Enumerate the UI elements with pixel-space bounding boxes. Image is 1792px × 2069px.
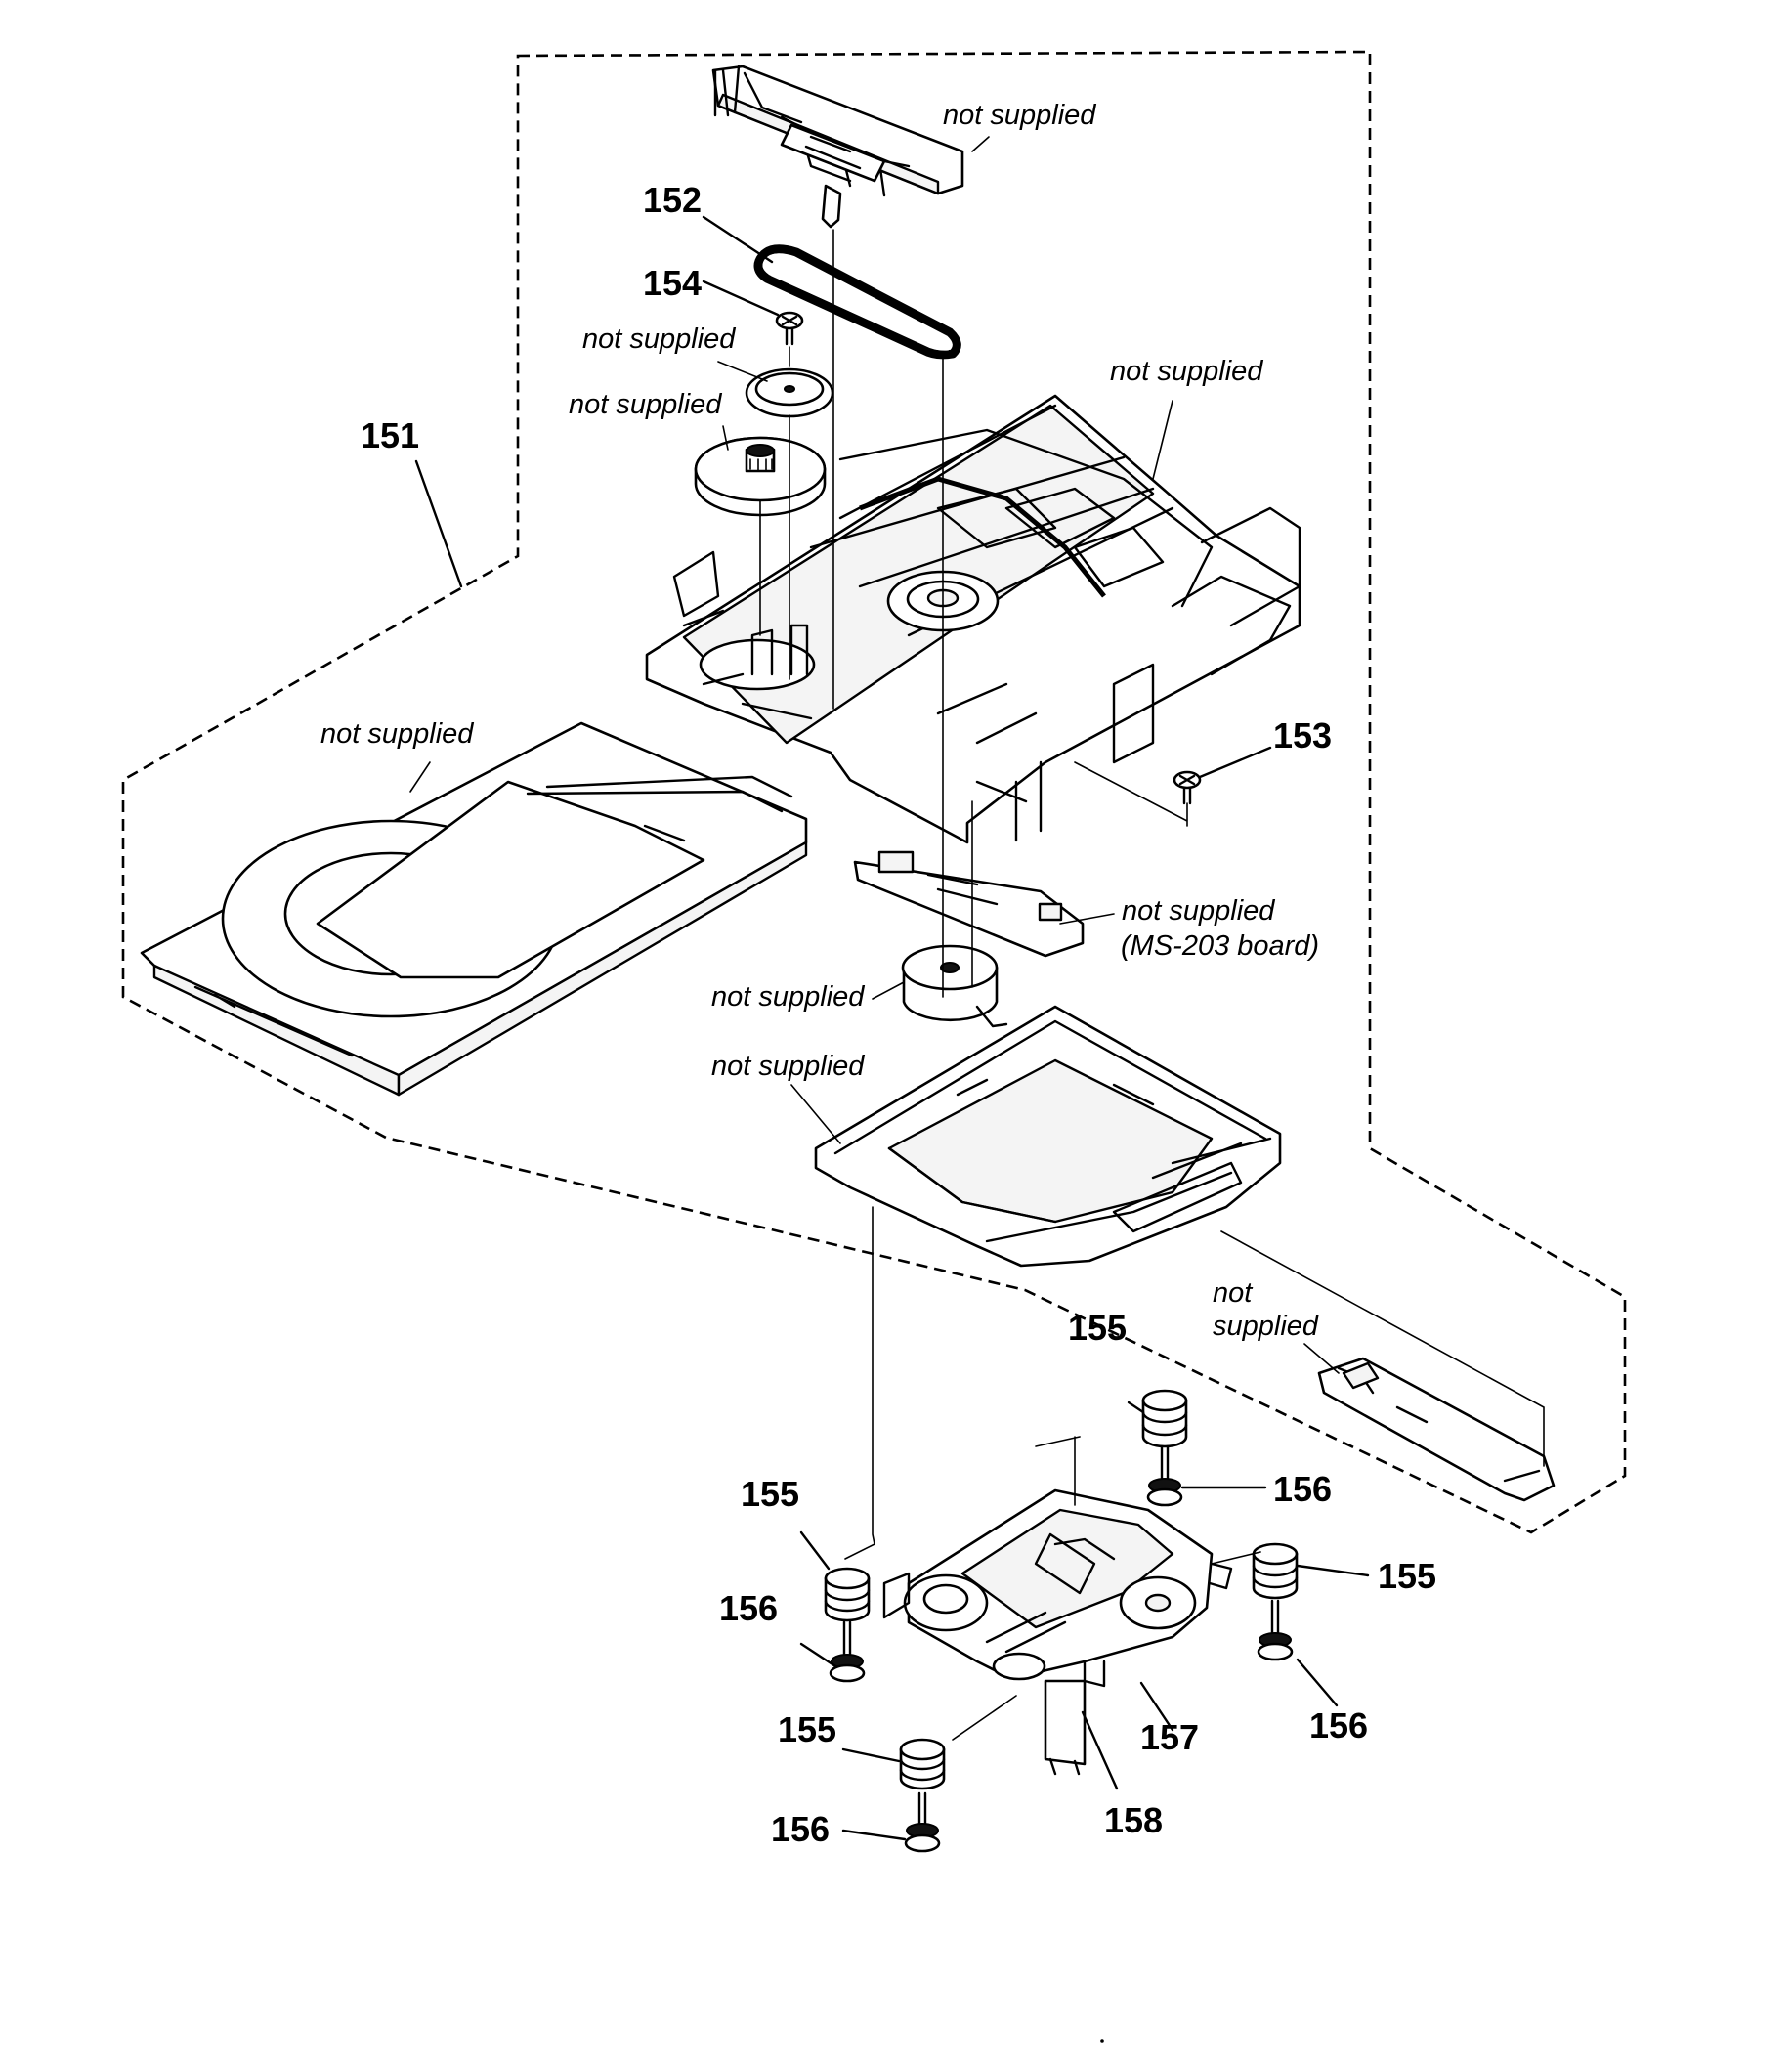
note-bracket-line1: not xyxy=(1213,1277,1254,1309)
large-gear-part xyxy=(694,436,827,517)
ms203-board xyxy=(853,850,1085,958)
disc-tray xyxy=(140,721,808,1097)
label-155-a: 155 xyxy=(1068,1308,1127,1348)
label-156-a: 156 xyxy=(1273,1469,1332,1509)
flex-cable-158 xyxy=(1044,1679,1087,1776)
damper-155-a xyxy=(1141,1389,1188,1448)
label-154: 154 xyxy=(643,263,702,303)
note-holder: not supplied xyxy=(711,1051,865,1082)
label-158: 158 xyxy=(1104,1800,1163,1840)
damper-155-c xyxy=(1252,1542,1299,1600)
label-152: 152 xyxy=(643,180,702,220)
screw-156-c xyxy=(1257,1599,1294,1661)
label-153: 153 xyxy=(1273,715,1332,755)
label-156-d: 156 xyxy=(771,1809,830,1849)
optical-pickup-157 xyxy=(882,1488,1233,1688)
note-large-gear: not supplied xyxy=(569,389,722,420)
loading-chassis xyxy=(645,394,1301,844)
screw-156-b xyxy=(829,1620,866,1683)
note-board: not supplied xyxy=(1122,895,1275,927)
motor-part xyxy=(901,944,1008,1028)
note-board-name: (MS-203 board) xyxy=(1121,930,1319,962)
note-small-gear: not supplied xyxy=(582,323,736,355)
stray-dot xyxy=(1100,2039,1104,2043)
note-tray: not supplied xyxy=(320,718,474,750)
label-157: 157 xyxy=(1140,1717,1199,1757)
damper-155-d xyxy=(899,1738,946,1790)
small-gear-part xyxy=(745,367,834,418)
screw-154 xyxy=(775,311,804,346)
note-bracket-line2: supplied xyxy=(1213,1311,1319,1342)
damper-155-b xyxy=(824,1567,871,1622)
screw-153 xyxy=(1173,770,1202,805)
leader-lines xyxy=(409,136,1370,1841)
slider-part xyxy=(711,65,964,229)
part-numbers: 151 152 153 154 155 155 155 155 156 156 … xyxy=(361,180,1436,1849)
note-chassis: not supplied xyxy=(1110,356,1263,387)
assembly-151-boundary xyxy=(121,50,1627,1534)
note-slider: not supplied xyxy=(943,100,1096,131)
label-156-c: 156 xyxy=(1309,1705,1368,1746)
holder-frame xyxy=(814,1005,1282,1268)
label-155-b: 155 xyxy=(741,1474,799,1514)
assembly-guide-lines xyxy=(759,229,1545,1741)
belt-152 xyxy=(753,244,961,360)
bracket-part xyxy=(1317,1357,1556,1502)
label-155-d: 155 xyxy=(778,1709,836,1749)
label-151: 151 xyxy=(361,415,419,455)
note-motor: not supplied xyxy=(711,981,865,1013)
label-155-c: 155 xyxy=(1378,1556,1436,1596)
label-156-b: 156 xyxy=(719,1588,778,1628)
notes: not supplied not supplied not supplied n… xyxy=(320,100,1319,1342)
screw-156-d xyxy=(904,1791,941,1853)
screw-156-a xyxy=(1146,1444,1183,1507)
